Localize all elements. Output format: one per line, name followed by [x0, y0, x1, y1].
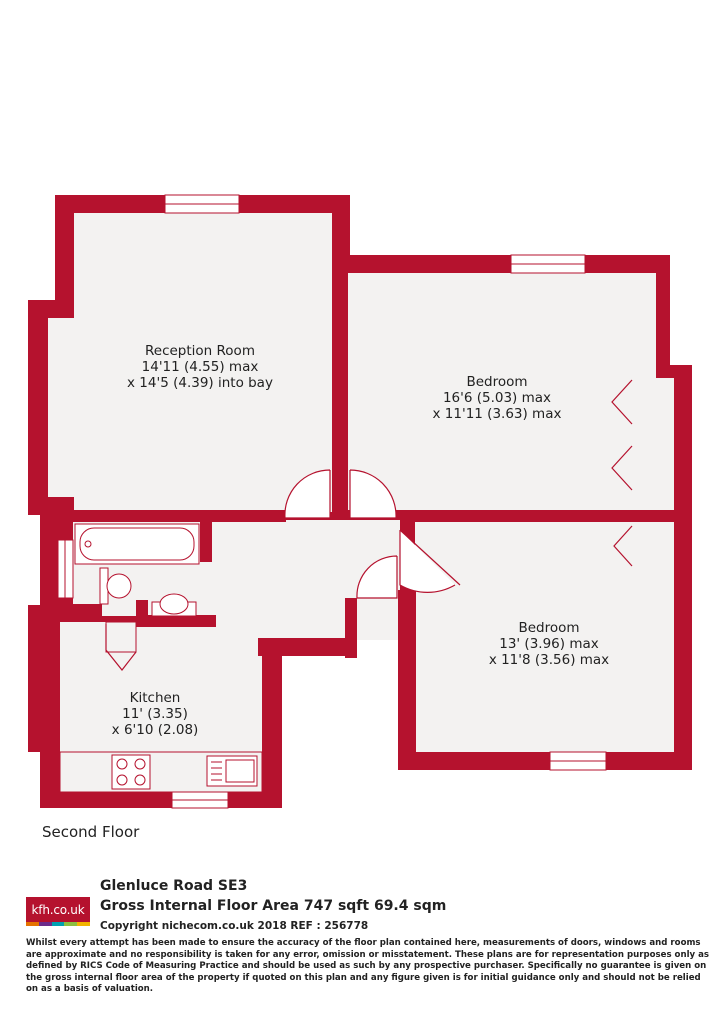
door-bedroom2	[399, 529, 461, 593]
room-dimension: x 11'11 (3.63) max	[432, 406, 562, 422]
bedroom2-floor	[415, 522, 674, 752]
room-dimension: 11' (3.35)	[122, 706, 188, 722]
room-dimension: 13' (3.96) max	[499, 636, 599, 652]
logo-stripe-segment	[64, 922, 78, 926]
logo-stripe-segment	[38, 922, 52, 926]
door-hall	[356, 555, 398, 599]
hall-floor-2	[262, 520, 352, 642]
doors	[105, 379, 633, 671]
windows	[57, 194, 607, 809]
room-dimension: x 6'10 (2.08)	[111, 722, 199, 738]
hob	[111, 754, 151, 790]
door-reception	[284, 469, 331, 519]
logo-stripe-segment	[26, 922, 39, 926]
kfh-logo: kfh.co.uk	[26, 897, 90, 926]
floor-name: Second Floor	[42, 823, 140, 841]
copyright-notice: Copyright nichecom.co.uk 2018 REF : 2567…	[100, 920, 369, 932]
room-dimension: x 14'5 (4.39) into bay	[127, 375, 273, 391]
logo-text: kfh.co.uk	[31, 903, 85, 917]
reception-bay	[48, 318, 78, 497]
wardrobe-doors-bedroom1	[611, 379, 633, 491]
room-dimension: 16'6 (5.03) max	[442, 390, 552, 406]
wardrobe-doors-bedroom2	[613, 525, 633, 567]
fixtures	[59, 523, 263, 793]
floor-area: Gross Internal Floor Area 747 sqft 69.4 …	[100, 898, 447, 914]
room-name: Reception Room	[145, 343, 255, 359]
logo-stripe-segment	[51, 922, 65, 926]
room-name: Bedroom	[518, 620, 580, 636]
room-name: Bedroom	[466, 374, 528, 390]
kitchen-cupboard	[105, 621, 137, 653]
room-label-bedroom1: Bedroom 16'6 (5.03) max x 11'11 (3.63) m…	[412, 374, 582, 422]
room-dimension: 14'11 (4.55) max	[141, 359, 259, 375]
floor-plan	[28, 194, 692, 809]
logo-color-stripe	[26, 922, 90, 926]
property-address: Glenluce Road SE3	[100, 878, 248, 894]
room-label-kitchen: Kitchen 11' (3.35) x 6'10 (2.08)	[90, 690, 220, 738]
logo-stripe-segment	[77, 922, 90, 926]
room-name: Kitchen	[129, 690, 181, 706]
bedroom1-wardrobe-floor	[630, 378, 674, 510]
disclaimer-text: Whilst every attempt has been made to en…	[26, 938, 710, 994]
door-bedroom1	[349, 469, 397, 519]
room-label-bedroom2: Bedroom 13' (3.96) max x 11'8 (3.56) max	[464, 620, 634, 668]
reception-floor	[48, 213, 332, 512]
room-dimension: x 11'8 (3.56) max	[488, 652, 610, 668]
room-label-reception: Reception Room 14'11 (4.55) max x 14'5 (…	[112, 343, 288, 391]
bedroom1-floor	[348, 273, 656, 510]
